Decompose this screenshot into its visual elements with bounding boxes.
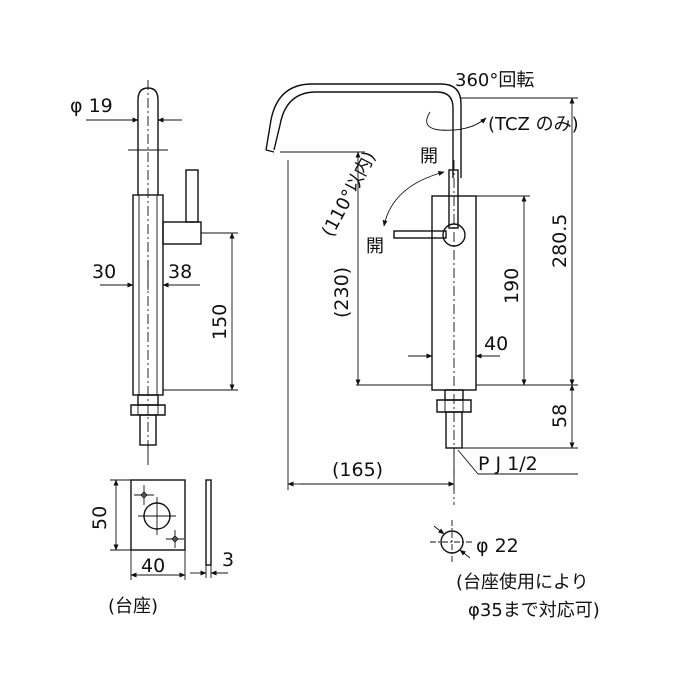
side-dim-height: 150 bbox=[209, 304, 231, 340]
side-dim-left: 30 bbox=[92, 261, 116, 283]
dim-bottom-height: 58 bbox=[549, 404, 571, 428]
front-spout-outer bbox=[273, 91, 454, 178]
base-dim-height: 50 bbox=[89, 506, 111, 530]
base-dim-thickness: 3 bbox=[222, 549, 234, 571]
screw-mark-bottom bbox=[166, 530, 184, 548]
side-diameter-label: φ 19 bbox=[70, 95, 113, 117]
dim-reach: (165) bbox=[332, 459, 383, 481]
front-spout-inner bbox=[265, 83, 462, 178]
base-plate-view: 50 40 3 (台座) bbox=[89, 479, 234, 617]
base-dim-width: 40 bbox=[141, 555, 165, 577]
base-plate-profile bbox=[205, 479, 212, 566]
mounting-hole-diameter: φ 22 bbox=[476, 535, 519, 557]
mounting-hole-view: φ 22 (台座使用により φ35まで対応可) bbox=[430, 520, 600, 621]
base-plate-caption: (台座) bbox=[108, 596, 158, 617]
side-dim-right: 38 bbox=[168, 261, 192, 283]
front-lever-horizontal bbox=[393, 230, 447, 239]
mounting-note-line1: (台座使用により bbox=[456, 572, 589, 593]
screw-mark-top bbox=[134, 485, 154, 505]
thread-spec: P J 1/2 bbox=[478, 453, 538, 475]
rotation-arrow bbox=[426, 111, 487, 131]
dim-total-height: 280.5 bbox=[549, 214, 571, 268]
lever-swing-arc bbox=[382, 171, 445, 227]
front-nut bbox=[436, 399, 472, 413]
side-view: φ 19 30 38 150 bbox=[70, 80, 238, 465]
dim-body-height: 190 bbox=[501, 268, 523, 304]
lever-angle-label: (110°以内) bbox=[318, 148, 380, 240]
dim-spout-height: (230) bbox=[331, 267, 353, 318]
rotation-label: 360°回転 bbox=[455, 70, 534, 91]
mounting-note-line2: φ35まで対応可) bbox=[468, 600, 600, 621]
open-left-label: 開 bbox=[366, 236, 384, 257]
side-lever-base bbox=[162, 221, 202, 245]
base-plate-outline bbox=[130, 479, 186, 551]
dim-body-width: 40 bbox=[484, 333, 508, 355]
open-top-label: 開 bbox=[420, 146, 438, 167]
side-lever-handle bbox=[185, 169, 199, 223]
front-view: 360°回転 (TCZ のみ) 開 開 (110°以内) (230) 280.5… bbox=[265, 70, 579, 505]
front-lever-vertical bbox=[448, 169, 459, 229]
side-nut bbox=[130, 404, 166, 416]
rotation-note: (TCZ のみ) bbox=[488, 114, 579, 135]
